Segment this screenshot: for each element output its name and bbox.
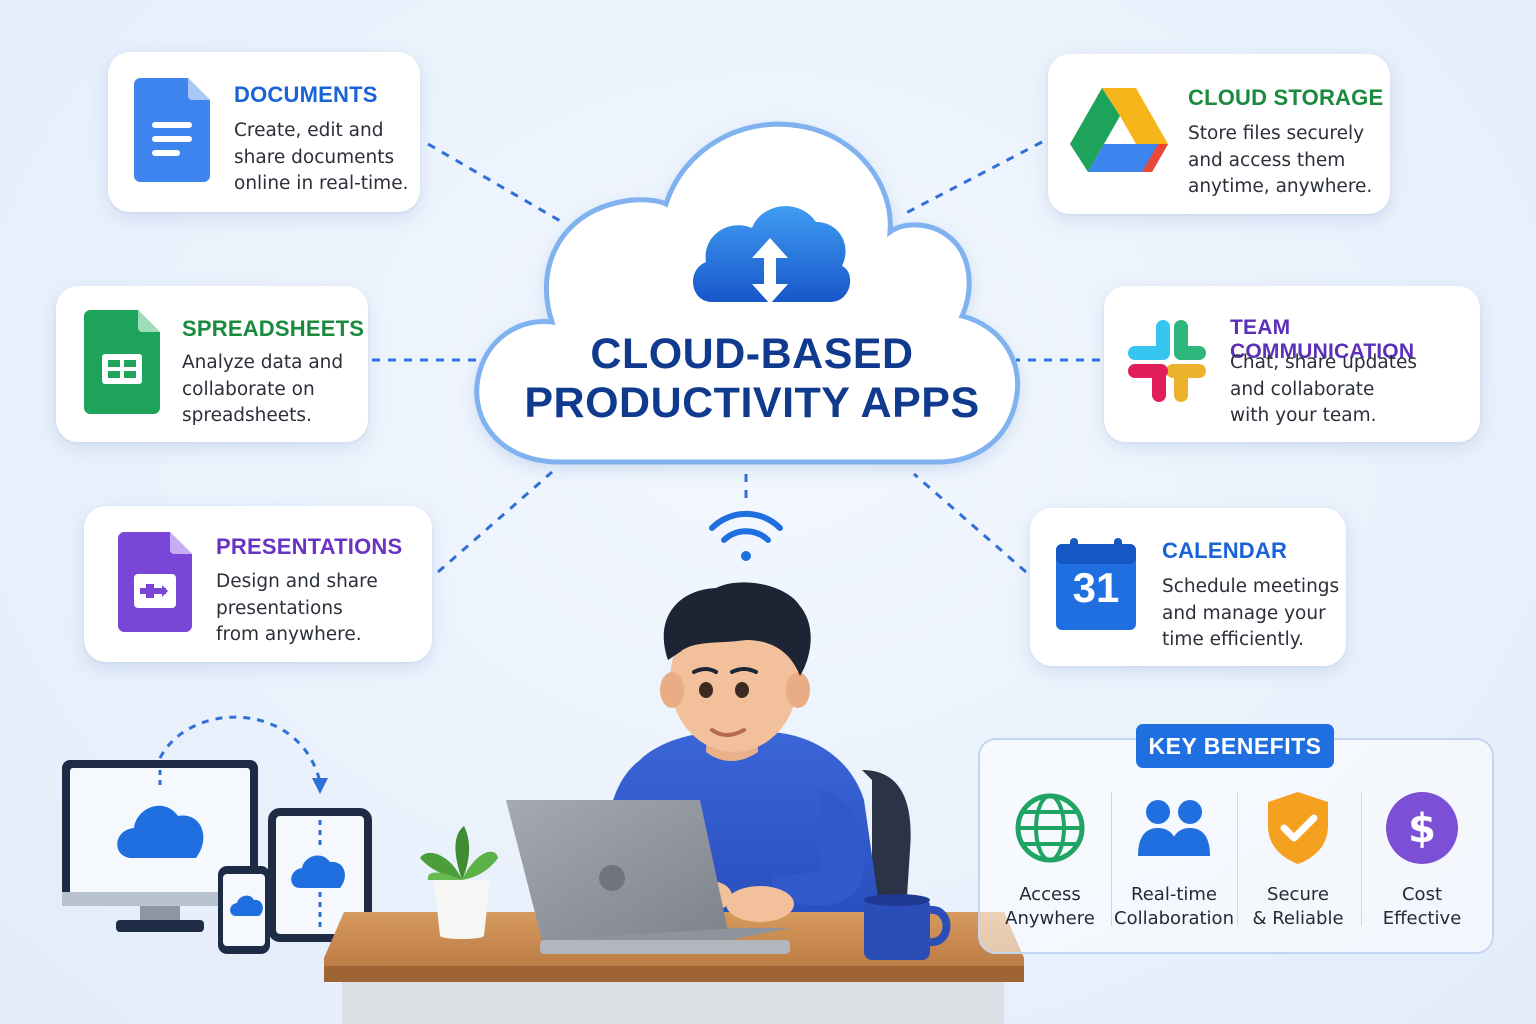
shield-check-icon — [1268, 792, 1328, 864]
calendar-day: 31 — [1072, 564, 1120, 611]
documents-description: Create, edit and share documents online … — [234, 120, 409, 194]
spreadsheets-title: SPREADSHEETS — [182, 316, 365, 341]
benefit-divider — [1111, 792, 1112, 926]
benefit-label: Secure & Reliable — [1252, 884, 1344, 929]
google-sheets-icon — [84, 310, 160, 414]
google-docs-icon — [134, 78, 210, 182]
google-drive-icon — [1070, 88, 1168, 172]
users-icon — [1138, 800, 1210, 856]
svg-text:$: $ — [1408, 806, 1436, 852]
slack-icon — [1128, 320, 1206, 402]
wifi-icon — [709, 510, 783, 561]
title-line-2: PRODUCTIVITY APPS — [524, 379, 980, 427]
benefit-divider — [1237, 792, 1238, 926]
cloud-sync-icon — [693, 206, 851, 304]
calendar-icon: 31 — [1056, 538, 1136, 630]
presentation-slides-icon — [118, 532, 192, 632]
calendar-title: CALENDAR — [1162, 538, 1288, 563]
team-communication-card[interactable]: TEAM COMMUNICATION Chat, share updates a… — [1104, 286, 1480, 442]
documents-title: DOCUMENTS — [234, 82, 378, 107]
cloud-storage-description: Store files securely and access them any… — [1188, 123, 1373, 197]
page-title: CLOUD-BASED PRODUCTIVITY APPS — [500, 330, 1004, 428]
cloud-storage-title: CLOUD STORAGE — [1188, 85, 1384, 110]
benefit-secure-reliable: Secure & Reliable — [1236, 790, 1360, 931]
benefit-cost-effective: $ Cost Effective — [1360, 790, 1484, 931]
dollar-coin-icon: $ — [1386, 792, 1458, 864]
calendar-description: Schedule meetings and manage your time e… — [1162, 576, 1340, 650]
cloud-storage-card[interactable]: CLOUD STORAGE Store files securely and a… — [1048, 54, 1390, 214]
globe-icon — [1015, 793, 1085, 863]
benefit-real-time-collaboration: Real-time Collaboration — [1112, 790, 1236, 931]
mug — [864, 894, 951, 960]
team-communication-description: Chat, share updates and collaborate with… — [1230, 352, 1417, 426]
key-benefits-title: KEY BENEFITS — [1136, 724, 1334, 768]
benefit-label: Cost Effective — [1382, 884, 1462, 929]
spreadsheets-card[interactable]: SPREADSHEETS Analyze data and collaborat… — [56, 286, 368, 442]
title-line-1: CLOUD-BASED — [590, 330, 914, 378]
benefit-divider — [1361, 792, 1362, 926]
laptop — [506, 800, 790, 954]
synced-devices — [62, 715, 372, 954]
documents-card[interactable]: DOCUMENTS Create, edit and share documen… — [108, 52, 420, 212]
benefit-label: Real-time Collaboration — [1114, 884, 1234, 929]
connector-lines — [372, 140, 1100, 574]
presentations-card[interactable]: PRESENTATIONS Design and share presentat… — [84, 506, 432, 662]
team-communication-title: TEAM COMMUNICATION — [1230, 316, 1415, 363]
presentations-title: PRESENTATIONS — [216, 534, 403, 559]
plant — [420, 826, 498, 939]
benefit-label: Access Anywhere — [1005, 884, 1095, 929]
benefit-access-anywhere: Access Anywhere — [988, 790, 1112, 931]
calendar-card[interactable]: 31 CALENDAR Schedule meetings and manage… — [1030, 508, 1346, 666]
spreadsheets-description: Analyze data and collaborate on spreadsh… — [182, 352, 344, 426]
presentations-description: Design and share presentations from anyw… — [216, 571, 378, 645]
